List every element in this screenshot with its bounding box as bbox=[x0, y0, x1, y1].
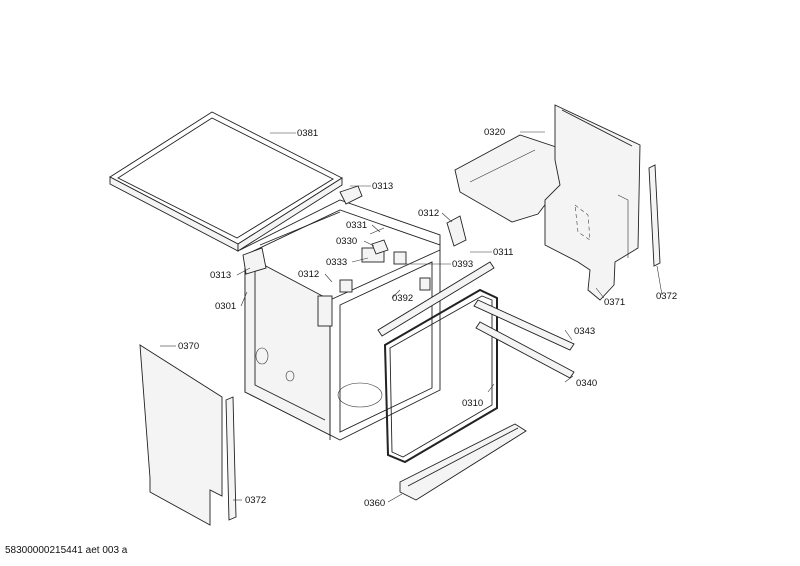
label-0330: 0330 bbox=[336, 236, 357, 247]
part-plinth bbox=[399, 423, 527, 501]
label-0301: 0301 bbox=[215, 301, 236, 312]
label-0310: 0310 bbox=[462, 398, 483, 409]
part-side-strip-right bbox=[648, 164, 661, 267]
label-0320: 0320 bbox=[484, 127, 505, 138]
label-0313-upper: 0313 bbox=[372, 181, 393, 192]
label-0313-lower: 0313 bbox=[210, 270, 231, 281]
label-0393: 0393 bbox=[452, 259, 473, 270]
label-0360: 0360 bbox=[364, 498, 385, 509]
part-side-insulation bbox=[544, 104, 641, 301]
part-side-panel-left bbox=[139, 344, 223, 526]
part-bracket-upper bbox=[339, 185, 363, 205]
part-bar-0343 bbox=[473, 299, 575, 351]
label-0381: 0381 bbox=[297, 128, 318, 139]
leader-lines bbox=[160, 131, 663, 503]
label-0340: 0340 bbox=[576, 378, 597, 389]
label-0312-upper: 0312 bbox=[418, 208, 439, 219]
part-tub-frame bbox=[239, 199, 441, 441]
label-0370: 0370 bbox=[178, 341, 199, 352]
part-small-components bbox=[369, 227, 389, 255]
label-0331: 0331 bbox=[346, 220, 367, 231]
label-0333: 0333 bbox=[326, 257, 347, 268]
part-rail-0311 bbox=[377, 261, 495, 337]
label-0372-left: 0372 bbox=[245, 495, 266, 506]
label-0312-lower: 0312 bbox=[298, 269, 319, 280]
label-0371: 0371 bbox=[604, 297, 625, 308]
part-door-seal bbox=[383, 288, 498, 464]
label-0372-right: 0372 bbox=[656, 291, 677, 302]
label-0311: 0311 bbox=[493, 247, 513, 258]
drawing-id: 58300000215441 aet 003 a bbox=[5, 545, 128, 556]
part-bar-0340 bbox=[475, 321, 575, 379]
part-bracket-lower bbox=[242, 247, 267, 275]
label-0392: 0392 bbox=[392, 293, 413, 304]
part-side-strip-left bbox=[225, 396, 237, 521]
label-0343: 0343 bbox=[574, 326, 595, 337]
part-clip bbox=[446, 215, 467, 247]
part-top-cover bbox=[109, 111, 343, 252]
